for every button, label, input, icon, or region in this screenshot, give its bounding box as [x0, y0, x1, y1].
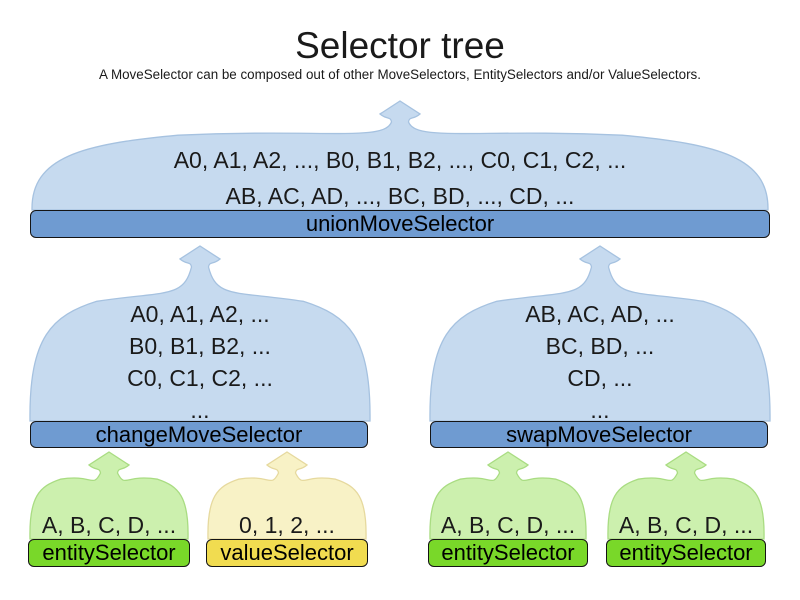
node-label-entity-2: entitySelector [428, 539, 588, 567]
dome-line: ... [190, 397, 210, 423]
dome-content-union: A0, A1, A2, ..., B0, B1, B2, ..., C0, C1… [30, 142, 770, 214]
node-label-value-1: valueSelector [206, 539, 368, 567]
dome-line: AB, AC, AD, ..., BC, BD, ..., CD, ... [225, 183, 575, 209]
dome-arrow-shape-entity-2 [429, 451, 587, 540]
node-label-change: changeMoveSelector [30, 421, 368, 448]
dome-line: C0, C1, C2, ... [127, 365, 273, 391]
dome-arrow-shape-value-1 [207, 451, 367, 540]
dome-content-change: A0, A1, A2, ... B0, B1, B2, ... C0, C1, C2… [28, 298, 372, 426]
diagram-subtitle: A MoveSelector can be composed out of ot… [99, 67, 701, 82]
diagram-title: Selector tree [295, 25, 505, 66]
dome-content-swap: AB, AC, AD, ... BC, BD, ... CD, ...... [428, 298, 772, 426]
dome-line: AB, AC, AD, ... [525, 301, 675, 327]
dome-line: 0, 1, 2, ... [239, 512, 335, 538]
dome-line: A0, A1, A2, ... [130, 301, 270, 327]
dome-line: ... [590, 397, 610, 423]
node-label-union: unionMoveSelector [30, 210, 770, 238]
node-label-entity-1: entitySelector [28, 539, 190, 567]
dome-line: A, B, C, D, ... [618, 512, 754, 538]
dome-line: B0, B1, B2, ... [129, 333, 271, 359]
dome-content-value-1: 0, 1, 2, ... [206, 509, 368, 541]
node-label-swap: swapMoveSelector [430, 421, 768, 448]
node-label-entity-3: entitySelector [606, 539, 766, 567]
dome-line: BC, BD, ... [545, 333, 655, 359]
dome-arrow-shape-swap [429, 245, 771, 422]
dome-content-entity-3: A, B, C, D, ... [606, 509, 766, 541]
dome-line: A0, A1, A2, ..., B0, B1, B2, ..., C0, C1… [173, 147, 627, 173]
dome-line: A, B, C, D, ... [440, 512, 576, 538]
dome-arrow-shape-union [31, 100, 769, 211]
dome-line: A, B, C, D, ... [41, 512, 177, 538]
dome-arrow-shape-change [29, 245, 371, 422]
dome-arrow-shape-entity-3 [607, 451, 765, 540]
dome-content-entity-1: A, B, C, D, ... [28, 509, 190, 541]
dome-content-entity-2: A, B, C, D, ... [428, 509, 588, 541]
dome-line: CD, ... [567, 365, 633, 391]
dome-arrow-shape-entity-1 [29, 451, 189, 540]
